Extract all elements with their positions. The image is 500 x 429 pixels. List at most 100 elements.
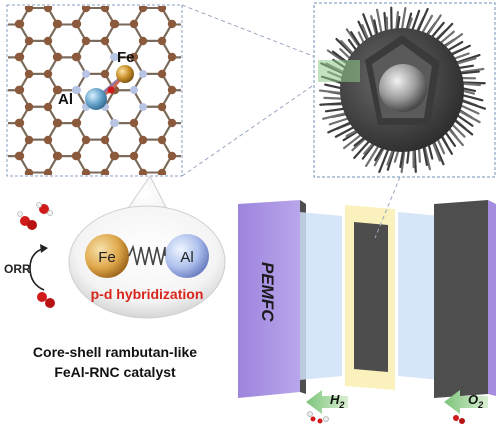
carbon-atom — [0, 218, 4, 226]
lattice-bond — [20, 288, 30, 304]
lattice-bond — [20, 189, 30, 205]
lattice-bond — [48, 222, 58, 238]
carbon-atom — [54, 218, 62, 226]
nanotube-spike — [455, 108, 481, 124]
lattice-bond — [191, 156, 201, 172]
carbon-atom — [0, 119, 5, 127]
nanotube-spike — [433, 22, 454, 44]
oxygen-atom — [107, 86, 115, 94]
carbon-atom — [225, 284, 233, 292]
anode-end-plate — [238, 200, 300, 398]
lattice-bond — [0, 189, 1, 205]
bubble-al-label: Al — [180, 249, 193, 266]
carbon-atom — [15, 185, 23, 193]
lattice-bond — [219, 354, 229, 370]
lattice-bond — [48, 321, 58, 337]
lattice-bond — [0, 337, 1, 353]
lattice-bond — [77, 189, 87, 205]
carbon-atom — [52, 85, 62, 95]
carbon-atom — [16, 350, 24, 358]
carbon-atom — [82, 333, 90, 341]
lattice-bond — [191, 57, 201, 73]
carbon-atom — [25, 333, 33, 341]
carbon-atom — [138, 6, 148, 13]
carbon-atom — [0, 20, 5, 28]
nanotube-spike — [424, 14, 442, 39]
carbon-atom — [215, 201, 223, 209]
carbon-atom — [44, 333, 52, 341]
carbon-atom — [71, 19, 81, 29]
carbon-atom — [167, 52, 177, 62]
carbon-atom — [0, 284, 4, 292]
catalyst-caption: Core-shell rambutan-like FeAl-RNC cataly… — [33, 344, 197, 380]
lattice-bond — [48, 189, 58, 205]
catalyst-caption-line2: FeAl-RNC catalyst — [54, 364, 176, 380]
lattice-bond — [0, 205, 1, 221]
carbon-atom — [0, 86, 5, 94]
fe-orbital-sphere — [85, 234, 129, 278]
lattice-bond — [20, 288, 30, 304]
h-atom — [307, 411, 313, 417]
carbon-atom — [111, 317, 119, 325]
hybridization-bubble: Fe Al p-d hybridization — [68, 175, 226, 319]
nanotube-spike — [456, 67, 485, 74]
pemfc-label: PEMFC — [258, 262, 277, 322]
carbon-atom — [15, 251, 23, 259]
carbon-atom — [111, 185, 119, 193]
lattice-bond — [191, 321, 201, 337]
lattice-bond — [0, 238, 1, 254]
lattice-bond — [219, 0, 229, 8]
nanotube-spike — [327, 120, 355, 134]
carbon-atom — [72, 218, 80, 226]
nanotube-spike — [319, 102, 347, 106]
lattice-bond — [162, 321, 172, 337]
lattice-bond — [0, 304, 1, 320]
carbon-atom — [44, 234, 52, 242]
carbon-atom — [54, 284, 62, 292]
carbon-atom — [196, 169, 204, 177]
lattice-bond — [191, 74, 201, 90]
zoom-connectors — [181, 4, 319, 177]
h-atom — [47, 210, 53, 216]
carbon-atom — [225, 86, 233, 94]
lattice-bond — [0, 8, 1, 24]
carbon-atom — [215, 70, 223, 78]
bubble-body — [68, 205, 226, 319]
carbon-atom — [100, 168, 110, 175]
lattice-bond — [0, 189, 1, 205]
cathode-diffusion-layer — [398, 212, 440, 380]
lattice-bond — [219, 140, 229, 156]
carbon-atom — [0, 152, 5, 160]
fe-atom — [116, 65, 134, 83]
lattice-bond — [0, 107, 1, 123]
o-atom — [317, 418, 323, 424]
lattice-bond — [0, 337, 1, 353]
carbon-atom — [82, 201, 90, 209]
carbon-atom — [0, 317, 4, 325]
carbon-atom — [187, 317, 195, 325]
orr-label: ORR — [4, 262, 31, 276]
h2-molecules — [307, 411, 329, 424]
carbon-atom — [0, 251, 4, 259]
o-atom — [310, 416, 316, 422]
carbon-atom — [129, 52, 139, 62]
lattice-bond — [0, 57, 1, 73]
carbon-atom — [53, 251, 61, 259]
o-atom — [453, 415, 459, 421]
h-atom — [36, 202, 42, 208]
lattice-bond — [0, 238, 1, 254]
lattice-bond — [0, 288, 1, 304]
lattice-bond — [191, 57, 201, 73]
lattice-bond — [191, 74, 201, 90]
h-atom — [17, 211, 23, 217]
lattice-bond — [0, 140, 1, 156]
carbon-atom — [0, 152, 4, 160]
lattice-bond — [219, 57, 229, 73]
carbon-atom — [25, 234, 33, 242]
carbon-atom — [110, 317, 118, 325]
carbon-atom — [15, 284, 23, 292]
zoom-highlight — [318, 60, 360, 82]
lattice-bond — [77, 321, 87, 337]
o-atom — [39, 204, 49, 214]
